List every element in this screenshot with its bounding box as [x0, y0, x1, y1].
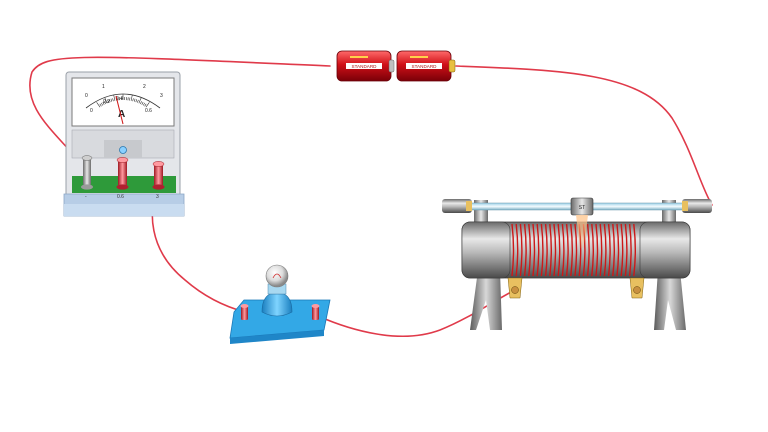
bulb-base-plate — [229, 299, 331, 339]
rheostat-leg-left — [470, 270, 502, 330]
battery-cell-1[interactable]: STANDARD — [336, 50, 395, 82]
ammeter-tick — [110, 98, 113, 102]
bulb-terminal-left[interactable] — [240, 304, 249, 320]
rheostat-slider-label: ST — [579, 205, 585, 211]
ammeter-scale-ticks — [96, 94, 150, 108]
bulb-base-front — [230, 330, 324, 344]
coil-winding — [616, 223, 620, 277]
light-bulb[interactable] — [229, 264, 331, 344]
ammeter-tick — [112, 98, 114, 102]
ammeter-tick — [104, 101, 106, 105]
coil-winding — [574, 223, 578, 277]
coil-winding — [532, 223, 536, 277]
coil-winding — [591, 223, 594, 277]
rheostat-bottom-terminal-right[interactable] — [629, 277, 645, 299]
coil-winding — [612, 223, 615, 277]
coil-winding — [511, 223, 515, 277]
ammeter-scale-bottom-2: 0.4 — [116, 96, 123, 102]
ammeter[interactable]: 0 1 2 3 0 0.2 0.4 0.6 A — [63, 71, 185, 217]
ammeter-scale-bottom-3: 0.6 — [145, 108, 152, 114]
ammeter-tick — [107, 99, 109, 103]
coil-winding — [553, 223, 557, 277]
ammeter-scale-top-0: 0 — [85, 93, 88, 99]
rheostat-coil — [511, 223, 636, 277]
ammeter-tick — [113, 94, 116, 101]
coil-winding — [607, 223, 611, 277]
ammeter-tick — [140, 101, 142, 105]
bulb-filament — [272, 273, 282, 279]
coil-winding — [515, 223, 519, 277]
ammeter-tick — [135, 99, 138, 103]
ammeter-scale-bottom-0: 0 — [90, 108, 93, 114]
ammeter-scale-bottom-1: 0.2 — [103, 99, 110, 105]
ammeter-scale-top-2: 2 — [143, 84, 146, 90]
coil-winding — [599, 223, 603, 277]
terminal-label-0-6: 0.6 — [117, 194, 124, 200]
rheostat-top-terminal-left[interactable] — [442, 199, 472, 213]
bulb-terminal-right[interactable] — [311, 304, 320, 320]
rheostat-top-terminal-right[interactable] — [682, 199, 712, 213]
battery-cell-2[interactable]: STANDARD — [396, 50, 456, 82]
rheostat-end-cap-left — [461, 221, 511, 279]
ammeter-tick — [104, 97, 108, 104]
battery-2-label: STANDARD — [412, 64, 438, 69]
coil-winding — [523, 223, 527, 277]
coil-winding — [519, 223, 523, 277]
coil-winding — [595, 223, 599, 277]
rheostat-slider[interactable]: ST — [570, 197, 594, 248]
ammeter-tick — [132, 98, 134, 102]
ammeter-tick — [99, 103, 102, 107]
coil-winding — [586, 223, 590, 277]
coil-winding — [561, 223, 565, 277]
rheostat[interactable]: ST — [442, 197, 712, 330]
battery-1-label: STANDARD — [352, 64, 378, 69]
coil-winding — [620, 223, 624, 277]
wire-battery-to-rheostat[interactable] — [455, 65, 713, 206]
ammeter-tick — [137, 99, 139, 103]
ammeter-dial-face — [71, 77, 175, 127]
rheostat-bottom-terminal-left[interactable] — [507, 277, 523, 299]
coil-winding — [528, 223, 531, 277]
rheostat-leg-right — [654, 270, 686, 330]
ammeter-tick — [142, 102, 145, 106]
terminal-label-3: 3 — [156, 194, 159, 200]
zero-adjust-knob[interactable] — [119, 146, 127, 154]
bulb-glass — [265, 264, 289, 288]
coil-winding — [565, 223, 569, 277]
ammeter-scale-top-3: 3 — [160, 93, 163, 99]
bulb-socket — [261, 293, 293, 317]
ammeter-tick — [133, 98, 136, 102]
coil-winding — [540, 223, 544, 277]
coil-winding — [536, 223, 540, 277]
ammeter-needle — [115, 95, 124, 125]
terminal-0-6[interactable] — [116, 157, 129, 190]
ammeter-tick — [102, 101, 105, 105]
ammeter-unit-label: A — [118, 109, 125, 120]
coil-winding — [549, 223, 552, 277]
ammeter-scale-top-1: 1 — [102, 84, 105, 90]
terminal-negative[interactable] — [81, 155, 93, 190]
coil-winding — [633, 223, 636, 277]
ammeter-tick — [96, 102, 101, 108]
ammeter-base-front — [64, 204, 184, 216]
coil-winding — [557, 223, 561, 277]
coil-winding — [544, 223, 548, 277]
coil-winding — [570, 223, 573, 277]
coil-winding — [628, 223, 632, 277]
ammeter-tick — [145, 102, 150, 108]
ammeter-tick — [108, 99, 111, 103]
coil-winding — [603, 223, 607, 277]
terminal-label-negative: - — [85, 194, 87, 200]
rheostat-end-cap-right — [639, 221, 691, 279]
ammeter-tick — [101, 102, 104, 106]
terminal-3[interactable] — [152, 161, 165, 190]
wire-ammeter-to-battery[interactable] — [29, 56, 331, 171]
ammeter-tick — [138, 97, 142, 104]
ammeter-tick — [141, 101, 144, 105]
ammeter-tick — [144, 103, 147, 107]
coil-winding — [624, 223, 628, 277]
ammeter-tick — [130, 94, 133, 101]
